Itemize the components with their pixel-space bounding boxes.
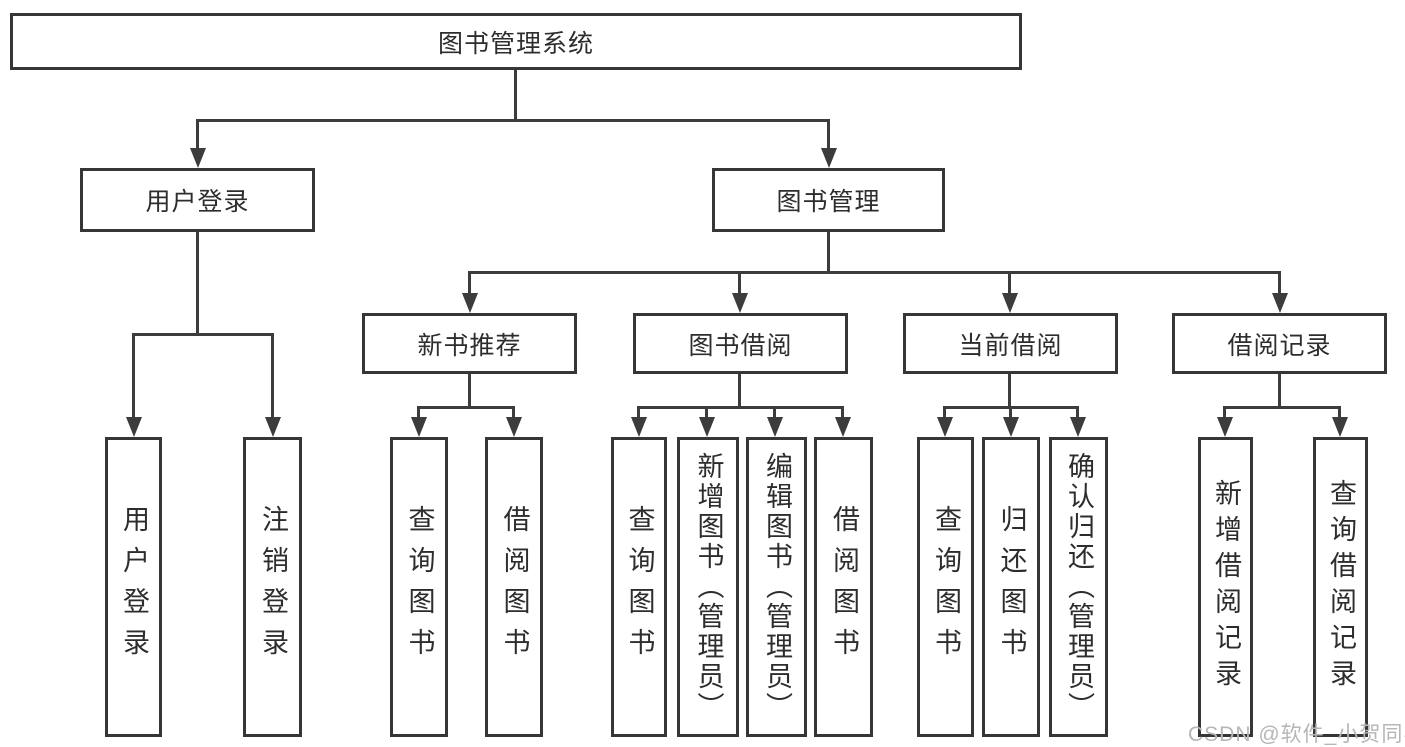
node-user-login-label: 用户登录 xyxy=(145,188,250,216)
node-borrowing-records: 借阅记录 xyxy=(1172,313,1387,374)
connector-book-mgmt-vline xyxy=(827,232,830,274)
connector-borrowing-vline xyxy=(738,374,741,409)
leaf-borrowing-query-books: 查询图书 xyxy=(611,437,667,737)
connector-current-vline xyxy=(1008,374,1011,409)
leaf-borrowing-borrow-books: 借阅图书 xyxy=(814,437,873,737)
node-book-management-label: 图书管理 xyxy=(776,188,881,216)
leaf-edit-books-admin: 编辑图书（管理员） xyxy=(746,437,807,737)
arrow-recommend-leaf-2 xyxy=(505,407,522,437)
leaf-user-login-label: 用户登录 xyxy=(119,505,149,669)
leaf-add-books-admin-label: 新增图书（管理员） xyxy=(693,452,724,722)
leaf-edit-books-admin-label: 编辑图书（管理员） xyxy=(762,452,792,722)
node-root-label: 图书管理系统 xyxy=(437,29,594,58)
node-book-borrowing-label: 图书借阅 xyxy=(688,331,793,360)
connector-root-vline xyxy=(514,70,517,122)
leaf-add-books-admin: 新增图书（管理员） xyxy=(677,437,739,737)
arrow-recommend-leaf-1 xyxy=(410,407,427,437)
leaf-logout-login-label: 注销登录 xyxy=(258,505,288,669)
leaf-recommend-borrow-books: 借阅图书 xyxy=(485,437,543,737)
connector-user-login-hline xyxy=(132,333,274,336)
arrow-borrowing-leaf-3 xyxy=(766,407,783,437)
node-new-book-recommendation: 新书推荐 xyxy=(362,313,577,374)
connector-user-login-vline xyxy=(196,232,199,336)
arrow-borrowing-leaf-4 xyxy=(834,407,851,437)
leaf-return-books-label: 归还图书 xyxy=(996,505,1027,669)
arrow-to-leaf-logout xyxy=(264,334,281,437)
leaf-query-borrow-record: 查询借阅记录 xyxy=(1313,437,1368,737)
leaf-borrowing-borrow-books-label: 借阅图书 xyxy=(829,505,859,669)
leaf-confirm-return-admin-label: 确认归还（管理员） xyxy=(1064,452,1094,722)
arrow-to-book-borrowing xyxy=(731,272,748,313)
arrow-current-leaf-3 xyxy=(1069,407,1086,437)
connector-recommend-vline xyxy=(468,374,471,409)
node-book-management: 图书管理 xyxy=(712,168,945,232)
connector-records-hline xyxy=(1223,406,1341,409)
leaf-logout-login: 注销登录 xyxy=(243,437,302,737)
arrow-to-book-management xyxy=(820,119,837,168)
connector-root-hline xyxy=(196,119,830,122)
leaf-current-query-books-label: 查询图书 xyxy=(931,505,961,669)
leaf-recommend-query-books-label: 查询图书 xyxy=(404,505,435,669)
arrow-to-borrowing-records xyxy=(1271,272,1288,313)
arrow-records-leaf-1 xyxy=(1216,407,1233,437)
node-user-login: 用户登录 xyxy=(80,168,315,232)
node-current-borrowing: 当前借阅 xyxy=(903,313,1118,374)
node-book-borrowing: 图书借阅 xyxy=(633,313,848,374)
leaf-confirm-return-admin: 确认归还（管理员） xyxy=(1049,437,1108,737)
node-borrowing-records-label: 借阅记录 xyxy=(1227,331,1332,360)
arrow-to-new-book-recommendation xyxy=(461,272,478,313)
node-current-borrowing-label: 当前借阅 xyxy=(958,331,1063,360)
arrow-records-leaf-2 xyxy=(1331,407,1348,437)
arrow-current-leaf-1 xyxy=(936,407,953,437)
arrow-to-leaf-user-login xyxy=(125,334,142,437)
node-new-book-recommendation-label: 新书推荐 xyxy=(417,331,522,360)
leaf-recommend-borrow-books-label: 借阅图书 xyxy=(499,505,530,669)
connector-borrowing-hline xyxy=(637,406,844,409)
leaf-borrowing-query-books-label: 查询图书 xyxy=(624,505,655,669)
connector-recommend-hline xyxy=(417,406,515,409)
leaf-add-borrow-record: 新增借阅记录 xyxy=(1198,437,1253,737)
leaf-recommend-query-books: 查询图书 xyxy=(390,437,448,737)
csdn-watermark: CSDN @软件_小贺同学 xyxy=(1188,723,1405,746)
arrow-to-user-login xyxy=(189,119,206,168)
connector-records-vline xyxy=(1278,374,1281,409)
leaf-query-borrow-record-label: 查询借阅记录 xyxy=(1326,479,1356,695)
leaf-add-borrow-record-label: 新增借阅记录 xyxy=(1211,479,1241,695)
arrow-current-leaf-2 xyxy=(1002,407,1019,437)
leaf-user-login: 用户登录 xyxy=(105,437,162,737)
leaf-return-books: 归还图书 xyxy=(982,437,1040,737)
leaf-current-query-books: 查询图书 xyxy=(917,437,974,737)
arrow-borrowing-leaf-2 xyxy=(698,407,715,437)
arrow-borrowing-leaf-1 xyxy=(630,407,647,437)
connector-book-mgmt-hline xyxy=(468,271,1281,274)
node-root-library-system: 图书管理系统 xyxy=(10,13,1022,70)
arrow-to-current-borrowing xyxy=(1001,272,1018,313)
